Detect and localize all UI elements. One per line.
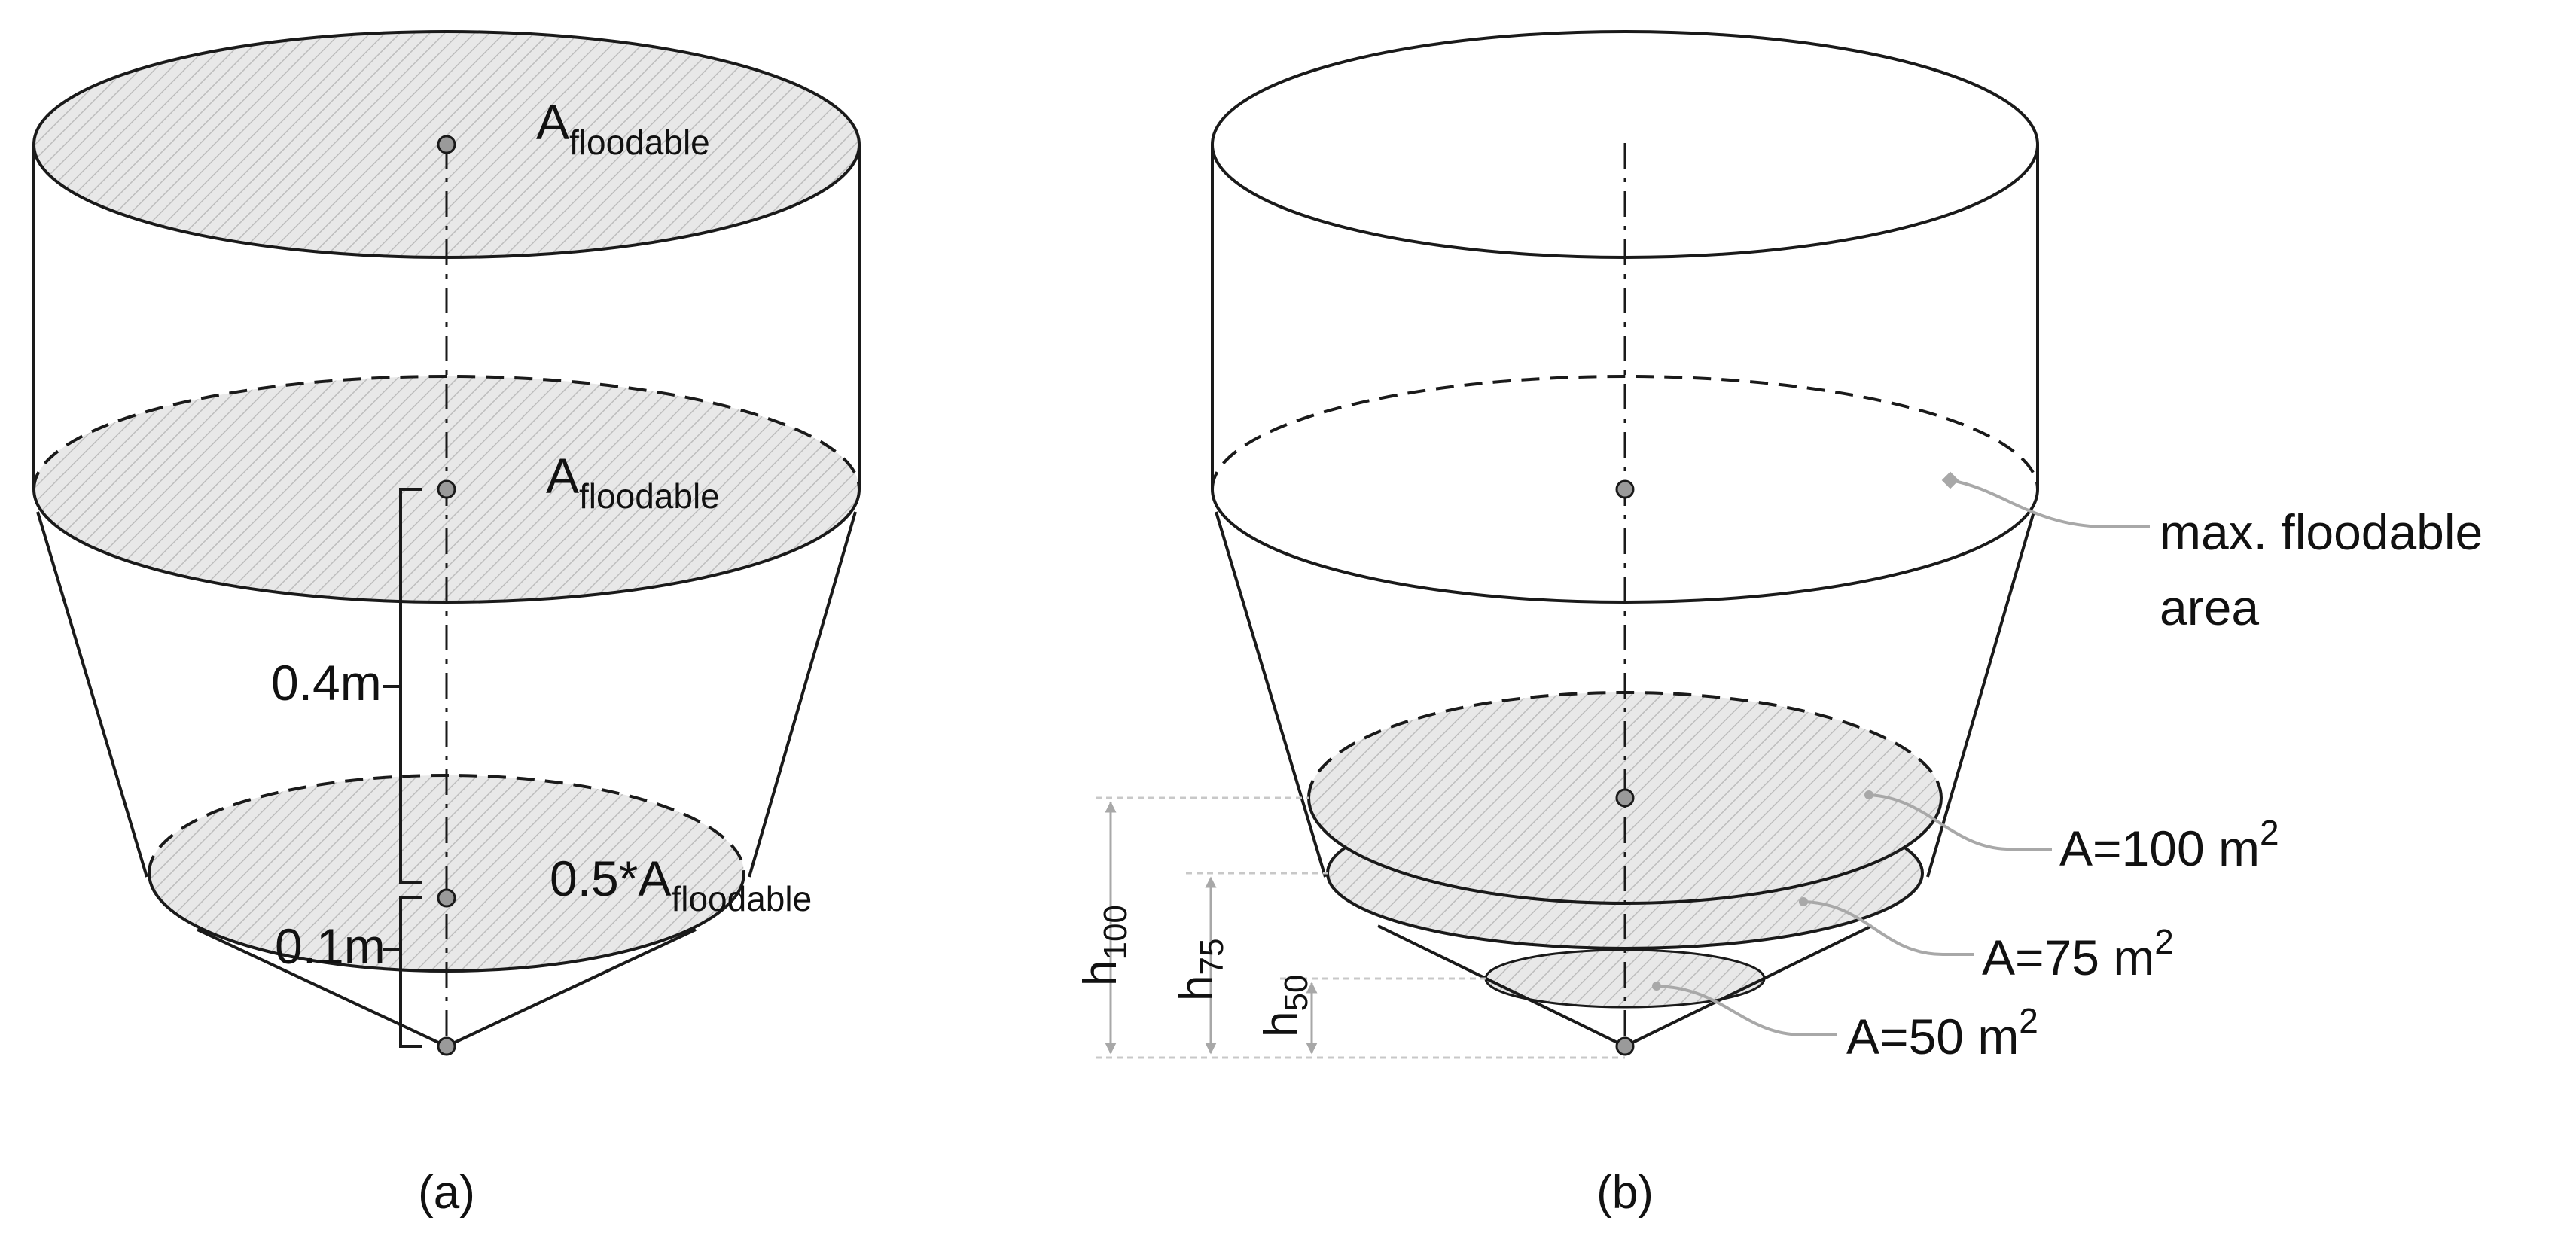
dim-label-upper: 0.4m: [271, 655, 382, 711]
node-mid: [437, 479, 456, 499]
label-area-50: A=50 m2: [1846, 1001, 2038, 1064]
mid-ellipse-back-edge: [32, 375, 861, 490]
label-top-floodable: Afloodable: [536, 94, 710, 162]
node-tip: [437, 1036, 456, 1056]
label-h75: h75: [1171, 939, 1230, 1001]
cone-left-side: [36, 511, 148, 878]
label-mid-floodable: Afloodable: [546, 448, 720, 516]
max-area-leader: [1950, 479, 2150, 528]
b-node-100: [1615, 788, 1635, 808]
label-area-75: A=75 m2: [1982, 922, 2174, 985]
caption-b: (b): [1596, 1167, 1654, 1219]
dim-label-lower: 0.1m: [275, 918, 386, 974]
b-tip-left: [1377, 924, 1626, 1048]
label-low-floodable: 0.5*Afloodable: [550, 851, 812, 918]
b-tip-right: [1624, 924, 1873, 1048]
label-max-floodable: max. floodable: [2160, 504, 2483, 560]
b-cone-left-side: [1215, 511, 1327, 878]
area-100-leader: [1868, 793, 2052, 851]
label-h50: h50: [1255, 975, 1315, 1037]
tip-right-side: [446, 928, 697, 1048]
node-top: [437, 135, 456, 154]
cone-right-side: [748, 511, 857, 878]
label-h100: h100: [1075, 905, 1134, 986]
label-area-100: A=100 m2: [2059, 813, 2279, 876]
area-75-leader: [1803, 900, 1974, 956]
b-max-ellipse-back: [1211, 375, 2039, 490]
panel-a: Afloodable Afloodable 0.5*Afloodable 0.4…: [32, 30, 861, 1219]
label-max-floodable-area: area: [2160, 580, 2259, 635]
panel-b: h100 h75 h50 max. floodable area A=100 m…: [1075, 30, 2483, 1219]
bracket-lower: [399, 896, 422, 1048]
area-50-leader: [1656, 985, 1837, 1036]
b-node-max: [1615, 479, 1635, 499]
node-low: [437, 888, 456, 908]
b-node-tip: [1615, 1036, 1635, 1056]
tip-left-side: [197, 928, 447, 1048]
b-cone-right-side: [1926, 511, 2035, 878]
caption-a: (a): [418, 1167, 475, 1219]
